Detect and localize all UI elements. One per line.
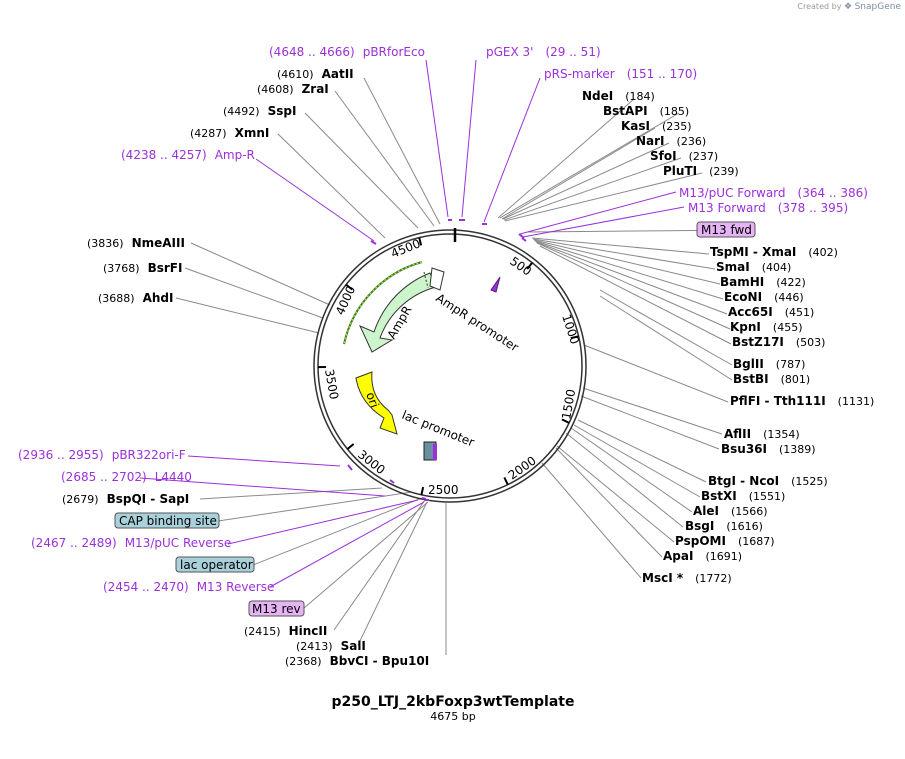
scale-tick-labels: 500 1000 1500 2000 2500 3000 3500 4000 4… — [322, 236, 582, 497]
primer-l4440[interactable]: (2685 .. 2702)L4440 — [61, 470, 192, 484]
primer-ticks — [347, 219, 527, 501]
enzyme-labels: NdeI(184) BstAPI(185) KasI(235) NarI(236… — [62, 67, 874, 668]
enzyme-msci[interactable]: MscI *(1772) — [642, 571, 732, 585]
plasmid-title: p250_LTJ_2kbFoxp3wtTemplate — [332, 694, 575, 710]
enzyme-btgi-ncoi[interactable]: BtgI - NcoI(1525) — [708, 474, 828, 488]
primer-pgex3[interactable]: pGEX 3'(29 .. 51) — [486, 45, 601, 59]
brand-prefix: Created by — [797, 2, 842, 11]
enzyme-nmeaiii[interactable]: (3836)NmeAIII — [87, 236, 185, 250]
enzyme-econi[interactable]: EcoNI(446) — [724, 290, 804, 304]
tick-label-1000: 1000 — [559, 313, 582, 346]
enzyme-apai[interactable]: ApaI(1691) — [663, 549, 742, 563]
svg-text:CAP binding site: CAP binding site — [119, 514, 217, 528]
enzyme-bsgi[interactable]: BsgI(1616) — [685, 519, 763, 533]
enzyme-bbvci-bpu10i[interactable]: (2368)BbvCI - Bpu10I — [285, 654, 429, 668]
box-m13-fwd[interactable]: M13 fwd — [696, 221, 756, 238]
enzyme-bstxi[interactable]: BstXI(1551) — [701, 489, 785, 503]
tick-label-3500: 3500 — [322, 368, 341, 401]
tick-label-2000: 2000 — [506, 453, 539, 482]
enzyme-bstapi[interactable]: BstAPI(185) — [603, 104, 689, 118]
enzyme-ndei[interactable]: NdeI(184) — [582, 89, 655, 103]
svg-text:lac operator: lac operator — [180, 558, 253, 572]
scale-tick — [346, 443, 355, 450]
enzyme-hincii[interactable]: (2415)HincII — [244, 624, 327, 638]
scale-tick — [503, 477, 509, 486]
brand-name: SnapGene — [854, 2, 901, 12]
feature-ori[interactable]: ori — [355, 371, 398, 435]
enzyme-tspmi-xmai[interactable]: TspMI - XmaI(402) — [710, 245, 838, 259]
feature-label-ampr-promoter: AmpR promoter — [433, 291, 521, 355]
enzyme-nari[interactable]: NarI(236) — [636, 134, 706, 148]
ampr-promoter-arrow — [429, 267, 445, 291]
snapgene-logo-icon: ❖ — [843, 2, 853, 12]
enzyme-zrai[interactable]: (4608)ZraI — [257, 82, 329, 96]
primer-connectors — [139, 59, 685, 588]
scale-tick — [420, 486, 425, 496]
enzyme-ahdi[interactable]: (3688)AhdI — [98, 291, 173, 305]
scale-tick — [561, 418, 570, 424]
scale-tick — [570, 335, 579, 340]
scale-tick — [526, 262, 533, 270]
feature-label-ori: ori — [363, 390, 381, 409]
scale-ticks — [317, 237, 579, 496]
enzyme-acc65i[interactable]: Acc65I(451) — [728, 305, 814, 319]
tick-label-4500: 4500 — [389, 236, 423, 260]
tick-label-1500: 1500 — [559, 388, 578, 421]
svg-text:M13 rev: M13 rev — [252, 602, 301, 616]
scale-tick — [418, 237, 423, 246]
feature-label-lac-promoter: lac promoter — [400, 408, 476, 450]
boxed-labels: M13 fwd CAP binding site lac operator M1… — [114, 221, 756, 617]
enzyme-sspi[interactable]: (4492)SspI — [223, 104, 296, 118]
primer-amp-r[interactable]: (4238 .. 4257)Amp-R — [121, 148, 255, 162]
enzyme-aatii[interactable]: (4610)AatII — [277, 67, 354, 81]
tick-label-500: 500 — [507, 254, 534, 279]
tick-label-2500: 2500 — [428, 483, 459, 497]
primer-pbrforeco[interactable]: (4648 .. 4666)pBRforEco — [269, 45, 425, 59]
enzyme-bamhi[interactable]: BamHI(422) — [720, 275, 806, 289]
primer-prs-marker[interactable]: pRS-marker(151 .. 170) — [544, 67, 697, 81]
enzyme-sfoi[interactable]: SfoI(237) — [650, 149, 718, 163]
box-lac-operator[interactable]: lac operator — [175, 556, 255, 573]
enzyme-xmni[interactable]: (4287)XmnI — [190, 126, 269, 140]
primer-m13-puc-reverse[interactable]: (2467 .. 2489)M13/pUC Reverse — [31, 536, 231, 550]
enzyme-kpni[interactable]: KpnI(455) — [730, 320, 803, 334]
primer-m13-puc-forward[interactable]: M13/pUC Forward(364 .. 386) — [679, 186, 868, 200]
primer-pbr322ori-f[interactable]: (2936 .. 2955)pBR322ori-F — [18, 448, 186, 462]
primer-inner-arrow — [490, 276, 501, 293]
enzyme-bsrfi[interactable]: (3768)BsrFI — [103, 261, 182, 275]
enzyme-alei[interactable]: AleI(1566) — [693, 504, 768, 518]
primer-m13-forward[interactable]: M13 Forward(378 .. 395) — [688, 201, 848, 215]
box-cap-binding-site[interactable]: CAP binding site — [114, 512, 220, 529]
enzyme-kasi[interactable]: KasI(235) — [621, 119, 692, 133]
plasmid-length: 4675 bp — [430, 710, 475, 723]
primer-labels: (4648 .. 4666)pBRforEco pGEX 3'(29 .. 51… — [18, 45, 868, 594]
feature-ampr[interactable]: AmpR — [343, 261, 437, 353]
tick-label-4000: 4000 — [333, 284, 358, 318]
enzyme-bstbi[interactable]: BstBI(801) — [733, 372, 810, 386]
box-m13-rev[interactable]: M13 rev — [248, 600, 305, 617]
enzyme-smai[interactable]: SmaI(404) — [716, 260, 791, 274]
enzyme-bstz17i[interactable]: BstZ17I(503) — [732, 335, 825, 349]
snapgene-watermark: Created by ❖ SnapGene — [797, 2, 901, 12]
enzyme-aflii[interactable]: AflII(1354) — [724, 427, 800, 441]
enzyme-bsu36i[interactable]: Bsu36I(1389) — [721, 442, 816, 456]
enzyme-sali[interactable]: (2413)SalI — [296, 639, 366, 653]
plasmid-backbone — [313, 228, 587, 503]
feature-ampr-promoter[interactable]: AmpR promoter — [423, 267, 521, 355]
svg-text:M13 fwd: M13 fwd — [701, 223, 752, 237]
enzyme-bglii[interactable]: BglII(787) — [733, 357, 805, 371]
feature-lac-promoter[interactable]: lac promoter — [400, 408, 476, 461]
enzyme-bspqi-sapi[interactable]: (2679)BspQI - SapI — [62, 492, 189, 506]
primer-m13-reverse[interactable]: (2454 .. 2470)M13 Reverse — [103, 580, 274, 594]
connector-lines — [175, 77, 756, 655]
enzyme-pluti[interactable]: PluTI(239) — [663, 164, 739, 178]
enzyme-pspomi[interactable]: PspOMI(1687) — [675, 534, 775, 548]
enzyme-pflfi-tth111i[interactable]: PflFI - Tth111I(1131) — [730, 394, 874, 408]
scale-tick — [345, 283, 353, 291]
